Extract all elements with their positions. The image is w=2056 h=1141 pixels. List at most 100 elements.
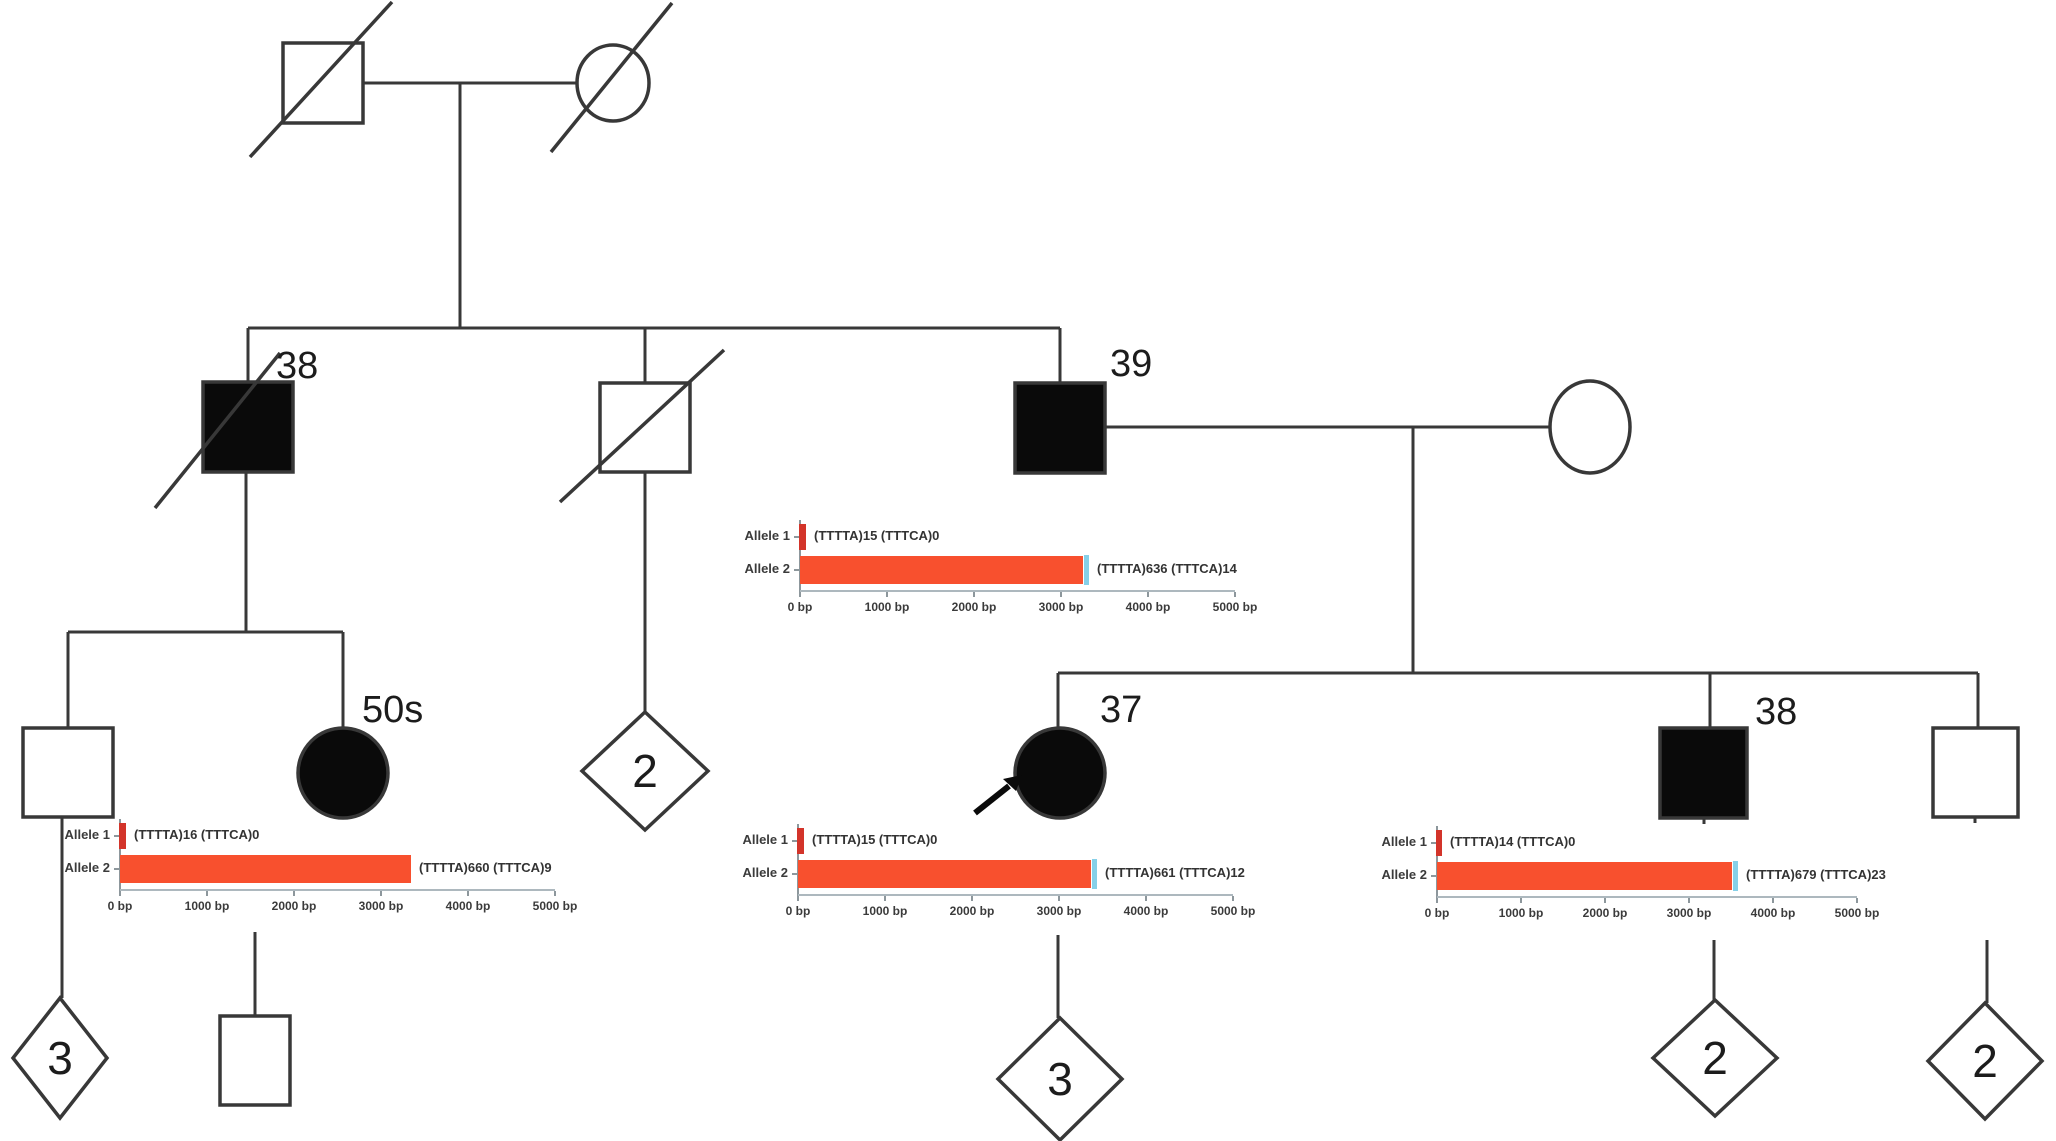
diamond-count-gen4-mid: 3 [1047, 1053, 1073, 1105]
proband-arrow-head [1003, 775, 1022, 791]
x-axis-tick [1060, 592, 1062, 597]
x-axis-tick [119, 891, 121, 896]
x-axis-tick [1058, 896, 1060, 901]
x-axis-tick-label: 1000 bp [184, 899, 230, 913]
x-axis-tick-label: 4000 bp [445, 899, 491, 913]
allele-row-label: Allele 1 [744, 528, 790, 543]
pedigree-lines [60, 81, 1989, 1018]
allele1-bar [119, 823, 126, 849]
x-axis-tick-label: 1000 bp [1498, 906, 1544, 920]
x-axis-tick [293, 891, 295, 896]
x-axis-tick-label: 1000 bp [864, 600, 910, 614]
allele1-bar [1436, 830, 1442, 856]
affected-male-symbol-gen3-38 [1658, 726, 1749, 820]
allele-row-label: Allele 2 [64, 860, 110, 875]
allele1-annotation: (TTTTA)15 (TTTCA)0 [812, 832, 938, 847]
diamond-symbol-gen3-mid [579, 709, 711, 833]
age-label-gen3-38: 38 [1755, 691, 1797, 733]
x-axis-tick-label: 5000 bp [1834, 906, 1880, 920]
allele1-bar [797, 828, 804, 854]
allele-row-label: Allele 2 [744, 561, 790, 576]
x-axis-tick-label: 0 bp [787, 600, 813, 614]
male-symbol-gen2-mid [598, 381, 692, 474]
allele-row-tick [114, 835, 119, 837]
x-axis-tick-label: 4000 bp [1750, 906, 1796, 920]
allele-row-label: Allele 2 [1381, 867, 1427, 882]
x-axis-tick-label: 3000 bp [1666, 906, 1712, 920]
diamond-count-gen3-mid: 2 [632, 745, 658, 797]
diamond-count-gen4-right1: 2 [1702, 1032, 1728, 1084]
x-axis-tick [1234, 592, 1236, 597]
male-symbol-gen3-left-son [21, 726, 115, 819]
allele-row-label: Allele 1 [1381, 834, 1427, 849]
male-symbol-gen1-father [281, 41, 365, 125]
female-symbol-gen1-mother [575, 43, 651, 123]
allele1-bar [799, 524, 806, 550]
deceased-slash-gen1-mother [549, 1, 674, 154]
allele1-annotation: (TTTTA)15 (TTTCA)0 [814, 528, 940, 543]
allele-row-label: Allele 1 [64, 827, 110, 842]
x-axis-tick-label: 5000 bp [1212, 600, 1258, 614]
x-axis-tick-label: 2000 bp [949, 904, 995, 918]
x-axis-tick [884, 896, 886, 901]
x-axis-tick [1436, 898, 1438, 903]
allele-row-tick [794, 569, 799, 571]
expansion-end-cap [1084, 555, 1089, 585]
allele1-annotation: (TTTTA)14 (TTTCA)0 [1450, 834, 1576, 849]
x-axis-tick-label: 3000 bp [358, 899, 404, 913]
allele-row-tick [792, 840, 797, 842]
allele2-bar [800, 556, 1083, 584]
female-symbol-gen2-wife [1548, 379, 1632, 475]
x-axis-tick-label: 4000 bp [1123, 904, 1169, 918]
affected-female-symbol-gen3-50s [296, 726, 390, 820]
age-label-gen2-right: 39 [1110, 343, 1152, 385]
x-axis-tick-label: 2000 bp [951, 600, 997, 614]
allele2-bar [798, 860, 1091, 888]
allele-row-label: Allele 1 [742, 832, 788, 847]
x-axis-tick [1520, 898, 1522, 903]
chart-x-axis [120, 889, 555, 891]
x-axis-tick-label: 5000 bp [532, 899, 578, 913]
x-axis-tick [1147, 592, 1149, 597]
allele-row-tick [1431, 875, 1436, 877]
diamond-symbol-gen4-right1 [1650, 997, 1780, 1119]
expansion-end-cap [1092, 859, 1097, 889]
age-label-gen3-37: 37 [1100, 689, 1142, 731]
x-axis-tick [973, 592, 975, 597]
proband-arrow-icon [973, 775, 1022, 816]
allele-row-tick [114, 868, 119, 870]
x-axis-tick [206, 891, 208, 896]
diamond-symbol-gen4-right2 [1925, 1000, 2045, 1122]
x-axis-tick [886, 592, 888, 597]
x-axis-tick-label: 3000 bp [1038, 600, 1084, 614]
expansion-end-cap [1733, 861, 1738, 891]
diamond-symbol-gen4-mid [995, 1015, 1125, 1141]
diamond-count-gen4-left: 3 [47, 1032, 73, 1084]
affected-male-symbol-gen2-39 [1013, 381, 1107, 475]
allele2-annotation: (TTTTA)660 (TTTCA)9 [419, 860, 552, 875]
allele2-bar [1437, 862, 1732, 890]
x-axis-tick [1688, 898, 1690, 903]
x-axis-tick [1145, 896, 1147, 901]
x-axis-tick-label: 5000 bp [1210, 904, 1256, 918]
affected-female-symbol-gen3-37-proband [1013, 726, 1107, 820]
x-axis-tick [554, 891, 556, 896]
allele-row-tick [794, 536, 799, 538]
x-axis-tick-label: 1000 bp [862, 904, 908, 918]
allele-row-tick [792, 873, 797, 875]
x-axis-tick-label: 0 bp [785, 904, 811, 918]
allele2-annotation: (TTTTA)661 (TTTCA)12 [1105, 865, 1245, 880]
deceased-slash-gen1-father [248, 0, 394, 159]
x-axis-tick-label: 2000 bp [1582, 906, 1628, 920]
x-axis-tick [797, 896, 799, 901]
x-axis-tick-label: 2000 bp [271, 899, 317, 913]
diamond-count-gen4-right2: 2 [1972, 1035, 1998, 1087]
x-axis-tick [467, 891, 469, 896]
x-axis-tick [1772, 898, 1774, 903]
allele1-annotation: (TTTTA)16 (TTTCA)0 [134, 827, 260, 842]
